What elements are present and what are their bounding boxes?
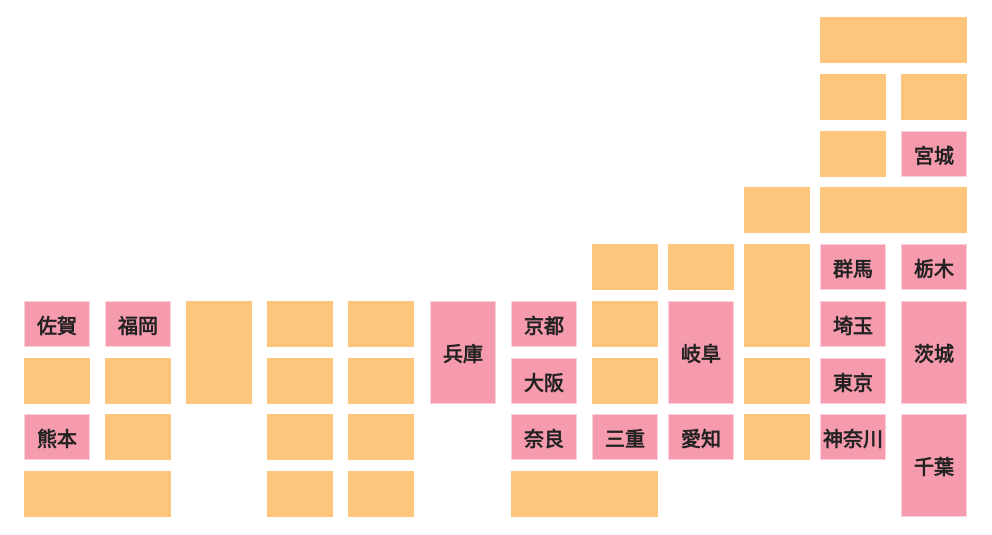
tile-hyogo[interactable]: 兵庫 [430,301,496,404]
tile-niigata[interactable] [744,187,810,233]
tile-tochigi[interactable]: 栃木 [901,244,967,290]
tile-nara[interactable]: 奈良 [511,414,577,460]
tile-chiba[interactable]: 千葉 [901,414,967,517]
tile-fukuoka[interactable]: 福岡 [105,301,171,347]
tile-saitama[interactable]: 埼玉 [820,301,886,347]
tile-ehime[interactable] [267,414,333,460]
tile-kumamoto[interactable]: 熊本 [24,414,90,460]
tile-fukushima[interactable] [820,187,967,233]
tile-mie[interactable]: 三重 [592,414,658,460]
tile-miyagi[interactable]: 宮城 [901,131,967,177]
tile-iwate[interactable] [901,74,967,120]
tile-nagano[interactable] [744,244,810,347]
tile-yamagata[interactable] [820,131,886,177]
tile-ishikawa[interactable] [592,244,658,290]
tile-gifu[interactable]: 岐阜 [668,301,734,404]
tile-kanagawa[interactable]: 神奈川 [820,414,886,460]
tile-tokyo[interactable]: 東京 [820,358,886,404]
tile-shiga[interactable] [592,358,658,404]
tile-osaka[interactable]: 大阪 [511,358,577,404]
tile-wakayama[interactable] [511,471,658,517]
tile-yamaguchi[interactable] [186,301,252,404]
tile-ibaraki[interactable]: 茨城 [901,301,967,404]
tile-fukui[interactable] [592,301,658,347]
tile-miyazaki[interactable] [105,414,171,460]
tile-akita[interactable] [820,74,886,120]
tile-shimane[interactable] [267,301,333,347]
tile-nagasaki[interactable] [24,358,90,404]
tile-hokkaido[interactable] [820,17,967,63]
tile-tokushima[interactable] [348,471,414,517]
tile-saga[interactable]: 佐賀 [24,301,90,347]
tile-hiroshima[interactable] [267,358,333,404]
tile-toyama[interactable] [668,244,734,290]
tile-okayama[interactable] [348,358,414,404]
tile-kochi[interactable] [267,471,333,517]
tile-kagawa[interactable] [348,414,414,460]
tile-kyoto[interactable]: 京都 [511,301,577,347]
tile-tottori[interactable] [348,301,414,347]
tile-aichi[interactable]: 愛知 [668,414,734,460]
tile-gunma[interactable]: 群馬 [820,244,886,290]
tile-shizuoka[interactable] [744,414,810,460]
tile-oita[interactable] [105,358,171,404]
tile-yamanashi[interactable] [744,358,810,404]
tile-kagoshima[interactable] [24,471,171,517]
